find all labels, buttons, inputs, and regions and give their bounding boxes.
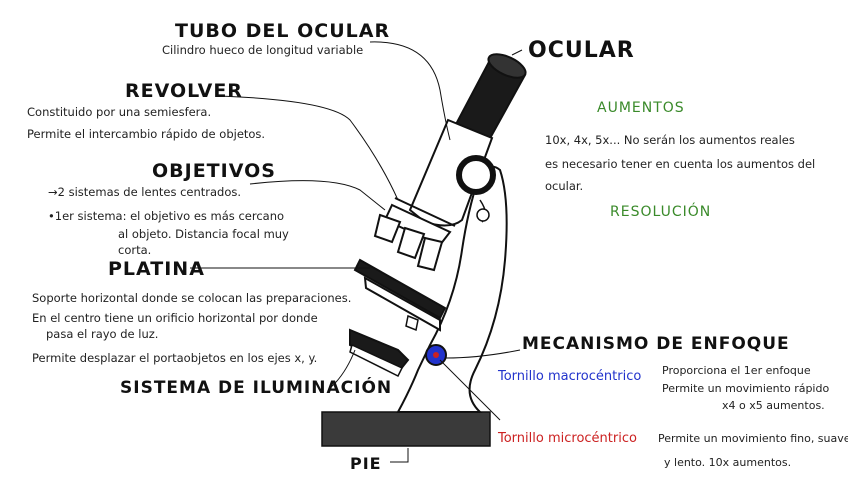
- objective-2: [396, 226, 426, 260]
- micro-desc-1: Permite un movimiento fino, suave: [658, 432, 848, 445]
- objective-3: [416, 236, 444, 272]
- platina-desc-2: En el centro tiene un orificio horizonta…: [32, 311, 318, 325]
- objetivos-title: OBJETIVOS: [152, 160, 276, 182]
- macro-desc-2: Permite un movimiento rápido: [662, 382, 830, 395]
- micro-title: Tornillo microcéntrico: [498, 431, 637, 446]
- revolver-desc-2: Permite el intercambio rápido de objetos…: [27, 127, 266, 141]
- aumentos-title: AUMENTOS: [597, 100, 685, 116]
- iluminacion-title: SISTEMA DE ILUMINACIÓN: [120, 378, 393, 398]
- micro-desc-2: y lento. 10x aumentos.: [664, 456, 792, 469]
- focus-knob-inner: [433, 352, 439, 358]
- macro-desc-3: x4 o x5 aumentos.: [722, 399, 825, 412]
- tubo-ocular-desc: Cilindro hueco de longitud variable: [162, 43, 364, 57]
- aumentos-desc-1: 10x, 4x, 5x... No serán los aumentos rea…: [545, 133, 795, 147]
- resolucion-title: RESOLUCIÓN: [610, 204, 712, 220]
- revolver-desc-1: Constituido por una semiesfera.: [27, 105, 212, 119]
- platina-title: PLATINA: [108, 258, 205, 280]
- platina-desc-1: Soporte horizontal donde se colocan las …: [32, 291, 352, 305]
- objetivos-desc-1: →2 sistemas de lentes centrados.: [48, 185, 242, 199]
- revolver-title: REVOLVER: [125, 80, 243, 102]
- aumentos-desc-2: es necesario tener en cuenta los aumento…: [545, 157, 816, 171]
- stage: [353, 258, 447, 320]
- objective-1: [373, 213, 402, 244]
- aumentos-desc-3: ocular.: [545, 179, 584, 193]
- objetivos-desc-3: al objeto. Distancia focal muy: [118, 227, 289, 241]
- objetivos-desc-2: •1er sistema: el objetivo es más cercano: [48, 209, 285, 223]
- platina-desc-4: Permite desplazar el portaobjetos en los…: [32, 351, 318, 365]
- tubo-ocular-title: TUBO DEL OCULAR: [175, 20, 391, 42]
- illumination: [349, 328, 410, 372]
- ocular-title: OCULAR: [528, 38, 635, 63]
- enfoque-title: MECANISMO DE ENFOQUE: [522, 334, 790, 354]
- objetivos-desc-4: corta.: [118, 243, 152, 257]
- macro-title: Tornillo macrocéntrico: [498, 369, 642, 384]
- platina-desc-3: pasa el rayo de luz.: [46, 327, 159, 341]
- macro-desc-1: Proporciona el 1er enfoque: [662, 364, 811, 377]
- pie-title: PIE: [350, 454, 382, 473]
- base-plate: [321, 411, 491, 447]
